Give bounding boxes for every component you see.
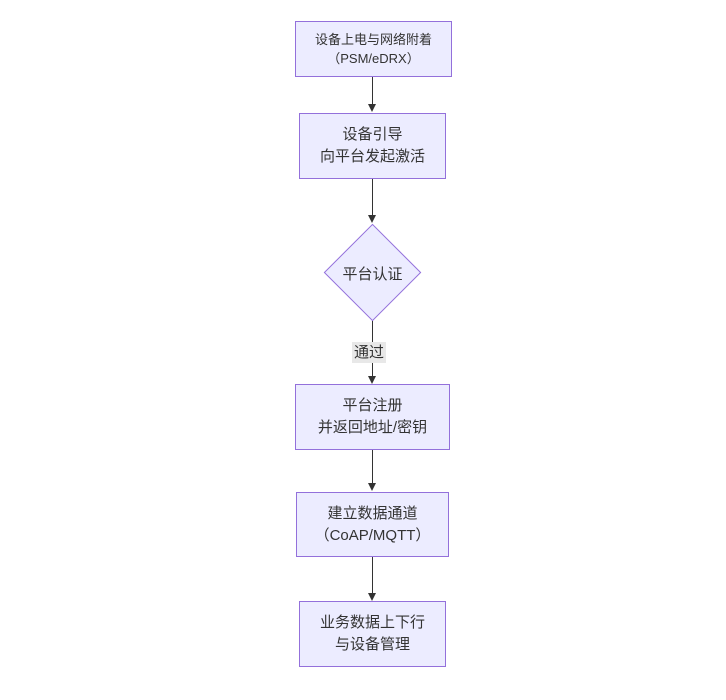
- node-text-line: 平台注册: [342, 397, 403, 414]
- arrowhead-icon: [368, 376, 376, 384]
- node-text-line: 设备引导: [342, 126, 403, 143]
- arrow-bootstrap-to-auth: [368, 179, 377, 223]
- node-text-line: 平台认证: [342, 266, 403, 283]
- node-text-line: （CoAP/MQTT）: [314, 526, 431, 544]
- node-text-line: 设备上电与网络附着: [314, 32, 432, 47]
- node-business-mgmt: 业务数据上下行 与设备管理: [299, 601, 446, 667]
- arrow-line: [372, 179, 373, 215]
- arrow-line: [372, 557, 373, 593]
- arrow-line: [372, 77, 373, 104]
- node-data-channel: 建立数据通道 （CoAP/MQTT）: [296, 492, 449, 557]
- arrow-channel-to-business: [368, 557, 377, 601]
- node-text-line: 建立数据通道: [327, 504, 418, 522]
- arrow-power-to-bootstrap: [368, 77, 377, 112]
- arrowhead-icon: [368, 215, 376, 223]
- node-text-line: 向平台发起激活: [319, 148, 425, 165]
- arrow-register-to-channel: [368, 450, 377, 491]
- node-text-line: 业务数据上下行: [319, 614, 425, 631]
- edge-label-pass: 通过: [352, 342, 387, 363]
- arrowhead-icon: [368, 593, 376, 601]
- node-platform-register: 平台注册 并返回地址/密钥: [295, 384, 450, 450]
- arrow-line: [372, 450, 373, 483]
- node-bootstrap: 设备引导 向平台发起激活: [299, 113, 446, 179]
- arrowhead-icon: [368, 483, 376, 491]
- node-text-line: 并返回地址/密钥: [317, 419, 428, 436]
- arrowhead-icon: [368, 104, 376, 112]
- node-text-line: （PSM/eDRX）: [327, 51, 420, 66]
- node-text-line: 与设备管理: [334, 636, 410, 653]
- node-power-attach: 设备上电与网络附着 （PSM/eDRX）: [295, 21, 452, 77]
